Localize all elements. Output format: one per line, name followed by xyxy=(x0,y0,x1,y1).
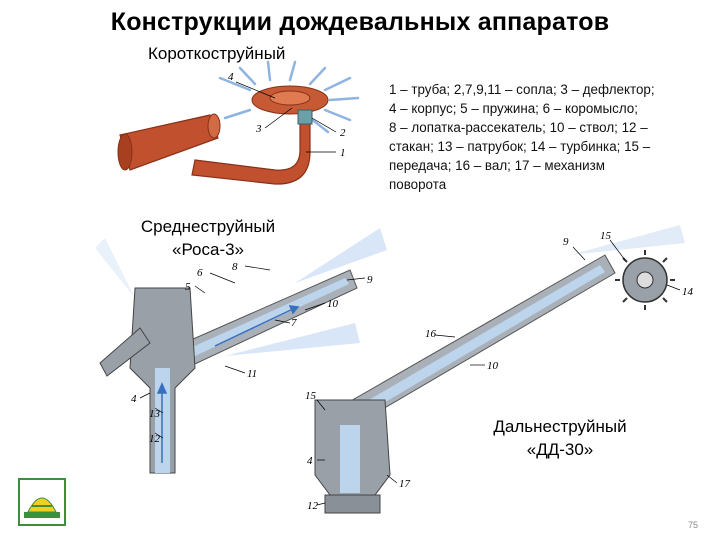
spray xyxy=(95,238,135,298)
callout: 14 xyxy=(682,286,694,298)
barrel-flow xyxy=(343,265,605,423)
barrel-flow xyxy=(157,278,349,371)
rocker-arm xyxy=(99,327,151,377)
callout: 7 xyxy=(291,317,297,329)
spray xyxy=(570,225,685,255)
deflector-top xyxy=(269,90,311,106)
callout: 10 xyxy=(327,298,339,310)
callout: 12 xyxy=(307,500,319,512)
legend-line: 8 – лопатка-рассекатель; 10 – ствол; 12 … xyxy=(389,120,648,135)
medium-jet-name: Среднеструйный xyxy=(140,217,276,236)
medium-jet-heading: Среднеструйный «Роса-3» xyxy=(118,215,298,261)
riser-flow xyxy=(340,425,360,493)
callout: 9 xyxy=(563,236,569,248)
legend-line: передача; 16 – вал; 17 – механизм xyxy=(389,158,605,173)
callout: 12 xyxy=(149,433,161,445)
callout: 15 xyxy=(305,390,317,402)
callout: 5 xyxy=(185,281,191,293)
spray-rays xyxy=(218,60,360,134)
callout: 16 xyxy=(425,328,437,340)
callout: 4 xyxy=(131,393,137,405)
university-logo-icon xyxy=(18,478,66,526)
long-jet-model: «ДД-30» xyxy=(526,440,594,459)
medium-jet-sprinkler-illustration: 8 6 5 9 10 7 11 4 13 12 xyxy=(95,228,387,474)
pipe-end xyxy=(207,113,221,139)
legend: 1 – труба; 2,7,9,11 – сопла; 3 – дефлект… xyxy=(389,80,719,194)
spray xyxy=(295,228,387,283)
callout: 2 xyxy=(340,127,346,139)
long-jet-heading: Дальнеструйный «ДД-30» xyxy=(470,415,650,461)
callout: 6 xyxy=(197,267,203,279)
callout: 17 xyxy=(399,478,411,490)
short-jet-sprinkler-illustration: 4 3 2 1 xyxy=(117,60,360,185)
medium-jet-model: «Роса-3» xyxy=(171,240,245,259)
long-jet-name: Дальнеструйный xyxy=(493,417,627,436)
callout: 10 xyxy=(487,360,499,372)
pipe-end xyxy=(117,133,133,171)
callout: 1 xyxy=(340,147,346,159)
short-jet-heading: Короткоструйный xyxy=(148,44,286,63)
legend-line: 4 – корпус; 5 – пружина; 6 – коромысло; xyxy=(389,101,638,116)
callout: 9 xyxy=(367,274,373,286)
spray xyxy=(225,323,360,356)
long-jet-sprinkler-illustration: 9 15 14 16 10 15 4 17 12 xyxy=(305,225,694,514)
page-number: 75 xyxy=(688,520,699,530)
turbine-hub xyxy=(636,271,654,289)
callout: 15 xyxy=(600,230,612,242)
legend-line: стакан; 13 – патрубок; 14 – турбинка; 15… xyxy=(389,139,651,154)
socket xyxy=(324,494,381,514)
callout: 13 xyxy=(149,408,161,420)
callout: 4 xyxy=(228,71,234,83)
legend-line: поворота xyxy=(389,177,447,192)
callout: 8 xyxy=(232,261,238,273)
legend-line: 1 – труба; 2,7,9,11 – сопла; 3 – дефлект… xyxy=(389,82,655,97)
slide-title: Конструкции дождевальных аппаратов xyxy=(110,8,610,36)
callout: 4 xyxy=(307,455,313,467)
callout: 3 xyxy=(255,123,262,135)
callout: 11 xyxy=(247,368,257,380)
spring xyxy=(297,109,313,125)
